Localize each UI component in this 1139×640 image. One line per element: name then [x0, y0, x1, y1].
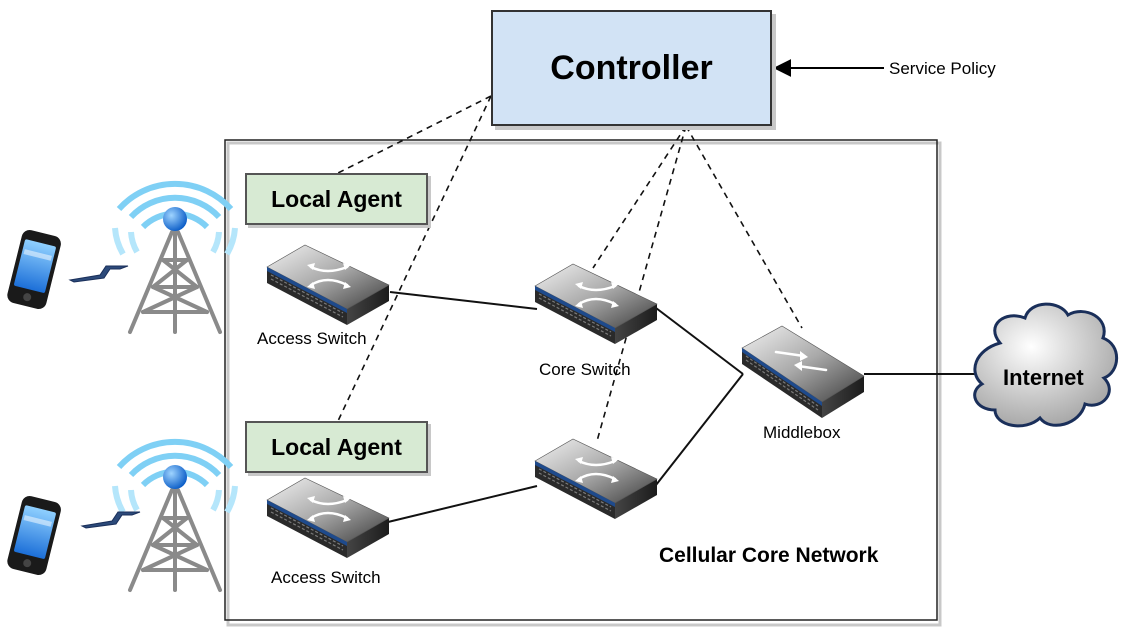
internet-cloud-icon	[973, 302, 1119, 428]
link-core1-middlebox	[655, 307, 744, 375]
access-switch-icon	[265, 476, 391, 560]
local-agent-box: Local Agent	[245, 421, 428, 473]
mobile-phone-icon	[5, 228, 63, 311]
mobile-phone-icon	[5, 494, 63, 577]
local-agent-box: Local Agent	[245, 173, 428, 225]
access-switch-label: Access Switch	[257, 329, 367, 348]
core-switch-label: Core Switch	[539, 360, 631, 379]
core-network-boundary	[224, 139, 942, 627]
internet-label: Internet	[1003, 365, 1084, 390]
local-agent-label: Local Agent	[271, 433, 402, 460]
core-switch-icon	[533, 262, 659, 346]
radio-link-icon	[81, 511, 141, 529]
middlebox-icon	[741, 325, 865, 418]
controller-label: Controller	[550, 48, 713, 87]
link-access2-core2	[387, 485, 538, 523]
control-links	[337, 95, 803, 442]
control-link-middlebox	[685, 125, 803, 329]
middlebox-label: Middlebox	[763, 423, 841, 442]
cell-tower-icon	[115, 184, 235, 332]
local-agent-label: Local Agent	[271, 185, 402, 212]
controller-box: Controller	[491, 10, 772, 126]
link-access1-core1	[389, 291, 538, 310]
data-links	[387, 291, 976, 523]
control-link-agent-2	[337, 95, 492, 422]
access-switch-icon	[265, 243, 391, 327]
access-switch-label: Access Switch	[271, 568, 381, 587]
cell-tower-icon	[115, 442, 235, 590]
control-link-core-switch-1	[592, 125, 687, 269]
link-core2-middlebox	[655, 373, 744, 486]
service-policy-label: Service Policy	[889, 59, 996, 78]
network-label: Cellular Core Network	[659, 544, 879, 567]
control-link-agent-1	[337, 95, 492, 174]
core-switch-icon	[533, 437, 659, 521]
radio-link-icon	[69, 265, 129, 283]
